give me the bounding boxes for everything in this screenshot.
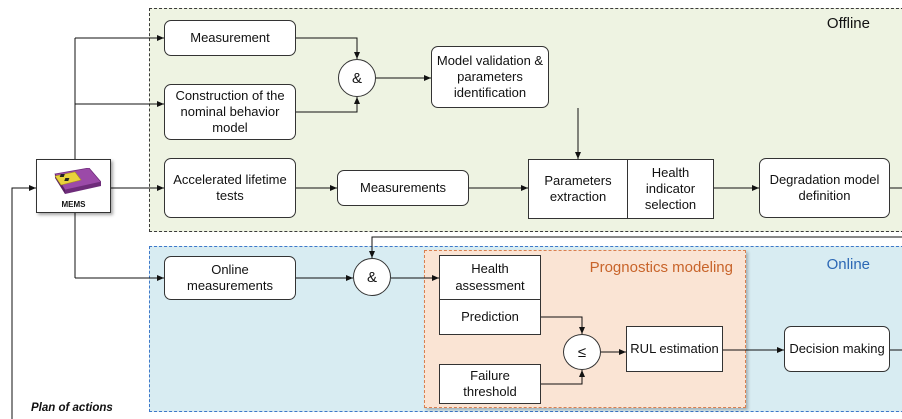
failure-threshold-block: Failure threshold: [439, 364, 541, 404]
degradation-model-block: Degradation model definition: [759, 158, 890, 218]
and-operator-offline: &: [338, 59, 376, 97]
parameters-extraction-block: Parameters extraction: [528, 159, 628, 219]
prognostics-title: Prognostics modeling: [589, 259, 733, 276]
accelerated-tests-block: Accelerated lifetime tests: [164, 158, 296, 218]
plan-of-actions-label: Plan of actions: [31, 402, 113, 414]
leq-operator: ≤: [563, 334, 601, 370]
mems-device: MEMS: [36, 159, 111, 213]
prediction-block: Prediction: [439, 299, 541, 335]
measurement-block: Measurement: [164, 20, 296, 56]
rul-estimation-block: RUL estimation: [626, 326, 723, 372]
mems-chip-icon: [54, 168, 101, 194]
offline-title: Offline: [826, 15, 870, 32]
construction-block: Construction of the nominal behavior mod…: [164, 84, 296, 140]
and-operator-online: &: [353, 258, 391, 296]
mems-label: MEMS: [61, 200, 86, 209]
health-assessment-block: Health assessment: [439, 255, 541, 300]
online-title: Online: [826, 256, 870, 273]
arrow-plan-of-actions: [11, 185, 36, 419]
decision-making-block: Decision making: [784, 326, 890, 372]
online-measurements-block: Online measurements: [164, 256, 296, 300]
measurements-block: Measurements: [337, 170, 469, 206]
model-validation-block: Model validation & parameters identifica…: [431, 46, 549, 108]
health-indicator-block: Health indicator selection: [627, 159, 714, 219]
